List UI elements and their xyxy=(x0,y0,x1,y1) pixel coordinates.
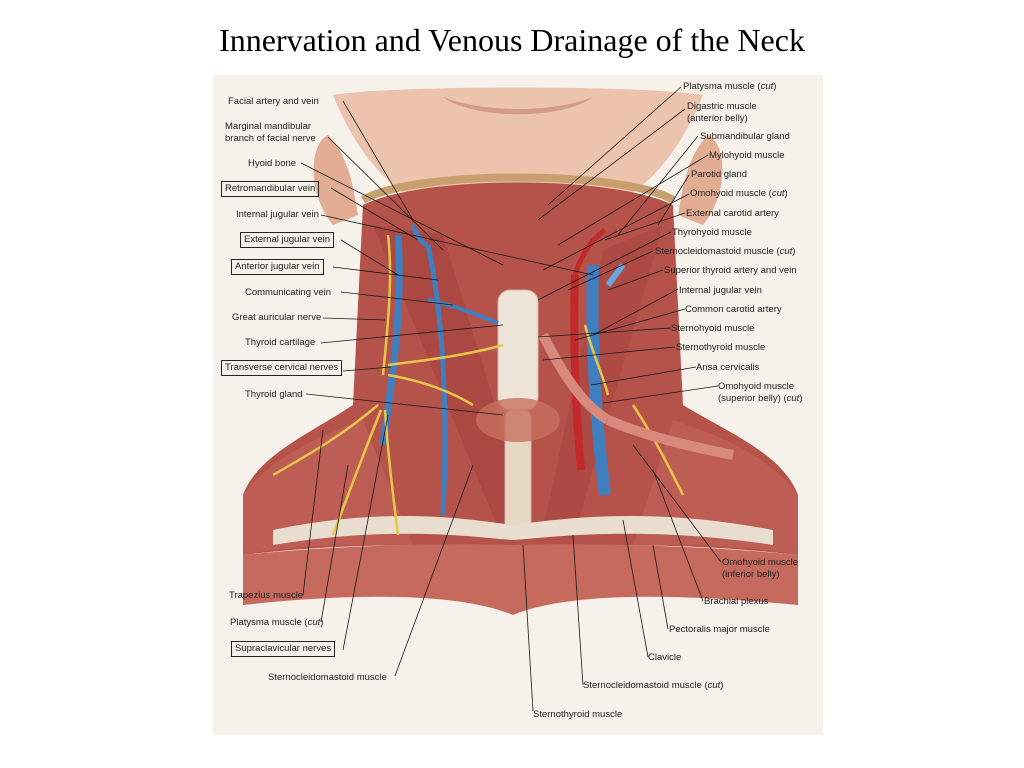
slide-title: Innervation and Venous Drainage of the N… xyxy=(219,22,805,58)
label-platysma-muscle-cut-right: Platysma muscle (cut) xyxy=(683,81,777,92)
label-supraclavicular-nerves: Supraclavicular nerves xyxy=(231,641,336,657)
label-omohyoid-superior: Omohyoid muscle (superior belly) (cut) xyxy=(718,381,803,404)
label-pectoralis-major: Pectoralis major muscle xyxy=(669,624,770,635)
label-digastric-muscle: Digastric muscle (anterior belly) xyxy=(687,101,757,124)
label-mylohyoid-muscle: Mylohyoid muscle xyxy=(709,150,785,161)
label-digastric-line2: (anterior belly) xyxy=(687,112,748,124)
neck-anatomy-drawing xyxy=(213,75,823,735)
label-common-carotid-artery: Common carotid artery xyxy=(685,304,782,315)
ansa-cervicalis-shape xyxy=(583,324,610,396)
label-platysma-muscle-cut-left: Platysma muscle (cut) xyxy=(230,617,324,628)
label-internal-jugular-vein-left: Internal jugular vein xyxy=(236,209,319,220)
omohyoid-superior-belly-shape xyxy=(538,332,611,425)
leader-lines-right xyxy=(522,86,722,712)
right-vein-branch xyxy=(605,263,626,287)
label-marginal-mandibular-line2: branch of facial nerve xyxy=(225,132,316,144)
thyroid-gland-shape xyxy=(476,398,560,442)
leader-lines-left xyxy=(300,100,594,677)
supraclavicular-nerve-1 xyxy=(272,404,379,477)
label-omohyoid-superior-line2: (superior belly) (cut) xyxy=(718,392,803,404)
right-ear xyxy=(678,135,723,225)
label-internal-jugular-vein-right: Internal jugular vein xyxy=(679,285,762,296)
label-sternothyroid-muscle-right: Sternothyroid muscle xyxy=(676,342,766,353)
external-carotid-artery-shape xyxy=(572,227,607,276)
left-sternocleidomastoid xyxy=(373,225,533,540)
label-digastric-line1: Digastric muscle xyxy=(687,101,757,112)
label-superior-thyroid: Superior thyroid artery and vein xyxy=(664,265,797,276)
label-clavicle: Clavicle xyxy=(648,652,682,663)
label-external-carotid-artery: External carotid artery xyxy=(686,208,779,219)
label-thyrohyoid-muscle: Thyrohyoid muscle xyxy=(672,227,752,238)
left-retromandibular-vein xyxy=(410,224,429,248)
mandible-edge xyxy=(360,173,676,204)
label-thyroid-gland: Thyroid gland xyxy=(245,389,303,400)
label-facial-artery-vein: Facial artery and vein xyxy=(228,96,319,107)
label-scm-cut-right: Sternocleidomastoid muscle (cut) xyxy=(655,246,796,257)
label-omohyoid-muscle-cut: Omohyoid muscle (cut) xyxy=(690,188,788,199)
label-brachial-plexus: Brachial plexus xyxy=(704,596,769,607)
brachial-plexus-shape xyxy=(631,404,685,496)
transverse-cervical-nerve-2 xyxy=(387,373,474,407)
common-carotid-artery-shape xyxy=(570,274,585,471)
great-auricular-nerve-shape xyxy=(381,234,392,376)
label-sternothyroid-bottom: Sternothyroid muscle xyxy=(533,709,623,720)
neck-anatomy-illustration xyxy=(213,75,823,735)
chest-muscle xyxy=(243,544,798,615)
label-marginal-mandibular-line1: Marginal mandibular xyxy=(225,121,312,132)
transverse-cervical-nerve-1 xyxy=(387,343,504,367)
label-thyroid-cartilage: Thyroid cartilage xyxy=(245,337,316,348)
left-anterior-jugular-vein xyxy=(425,244,448,516)
label-omohyoid-inferior: Omohyoid muscle (inferior belly) xyxy=(722,557,798,580)
label-omohyoid-inferior-line2: (inferior belly) xyxy=(722,568,780,580)
right-internal-jugular-vein xyxy=(586,264,611,496)
label-ansa-cervicalis: Ansa cervicalis xyxy=(696,362,760,373)
chin-skin xyxy=(333,87,703,205)
label-scm-cut-bottom: Sternocleidomastoid muscle (cut) xyxy=(583,680,724,691)
label-anterior-jugular-vein: Anterior jugular vein xyxy=(231,259,324,275)
label-omohyoid-superior-line1: Omohyoid muscle xyxy=(718,381,795,392)
label-hyoid-bone: Hyoid bone xyxy=(248,158,297,169)
label-transverse-cervical-nerves: Transverse cervical nerves xyxy=(221,360,343,376)
communicating-vein-shape xyxy=(427,298,499,325)
left-ear xyxy=(313,135,358,225)
clavicle-shape xyxy=(273,515,773,545)
label-sternocleidomastoid-bottom: Sternocleidomastoid muscle xyxy=(268,672,387,683)
label-trapezius-muscle: Trapezius muscle xyxy=(229,590,304,601)
label-external-jugular-vein: External jugular vein xyxy=(240,232,335,248)
label-communicating-vein: Communicating vein xyxy=(245,287,332,298)
label-great-auricular-nerve: Great auricular nerve xyxy=(232,312,322,323)
lips xyxy=(443,97,593,115)
label-omohyoid-inferior-line1: Omohyoid muscle xyxy=(722,557,799,568)
label-submandibular-gland: Submandibular gland xyxy=(700,131,790,142)
label-marginal-mandibular: Marginal mandibular branch of facial ner… xyxy=(225,121,316,144)
omohyoid-inferior-belly-shape xyxy=(606,415,734,460)
label-parotid-gland: Parotid gland xyxy=(691,169,747,180)
label-sternohyoid-muscle: Sternohyoid muscle xyxy=(671,323,755,334)
label-retromandibular-vein: Retromandibular vein xyxy=(221,181,320,197)
thyroid-cartilage-shape xyxy=(497,289,539,411)
